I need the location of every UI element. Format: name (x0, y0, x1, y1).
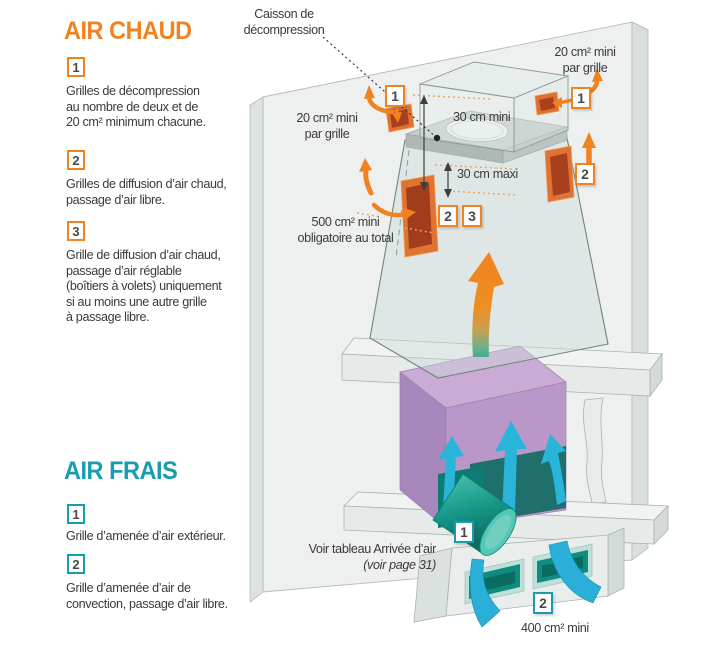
decompression-grille-right (534, 91, 560, 116)
datum-lines (356, 94, 517, 234)
label-voir-tableau: Voir tableau Arrivée d’air (voir page 31… (308, 542, 437, 572)
label-20cm2-left: 20 cm² mini par grille (296, 111, 358, 141)
label-500cm2: 500 cm² mini obligatoire au total (297, 215, 394, 245)
label-20cm2-right: 20 cm² mini par grille (554, 45, 616, 75)
air-chaud-title: AIR CHAUD (64, 17, 192, 45)
air-frais-title: AIR FRAIS (64, 457, 178, 485)
badge-hot-2-right: 2 (575, 163, 595, 185)
badge-hot-2-mid: 2 (438, 205, 458, 227)
label-400cm2: 400 cm² mini (521, 621, 589, 635)
caisson-label: Caisson de décompression (243, 7, 325, 37)
legend-fresh-2-box: 2 (67, 554, 85, 574)
legend-hot-2-text: Grilles de diffusion d’air chaud, passag… (66, 177, 227, 207)
fresh-air-ribbons (469, 540, 602, 628)
label-30cm-mini: 30 cm mini (453, 110, 511, 124)
air-inlet-duct (432, 473, 517, 556)
convection-arrows (438, 421, 566, 514)
hot-air-flow-arrow (468, 252, 504, 357)
caisson-leader-line (322, 36, 441, 142)
corbel-right (583, 397, 607, 505)
badge-hot-1-right: 1 (571, 87, 591, 109)
label-30cm-maxi: 30 cm maxi (457, 167, 518, 181)
legend-hot-3-box: 3 (67, 221, 85, 241)
diffusion-grille-right (544, 145, 575, 203)
badge-fresh-1: 1 (454, 521, 474, 543)
legend-fresh-1-box: 1 (67, 504, 85, 524)
legend-fresh-1-text: Grille d’amenée d’air extérieur. (66, 529, 226, 543)
legend-fresh-2-text: Grille d’amenée d’air de convection, pas… (66, 581, 228, 611)
legend-hot-1-box: 1 (67, 57, 85, 77)
legend-hot-1-text: Grilles de décompression au nombre de de… (66, 84, 206, 129)
measure-arrows (420, 95, 452, 198)
badge-hot-3-mid: 3 (462, 205, 482, 227)
decompression-grille-left (385, 103, 415, 133)
legend-hot-2-box: 2 (67, 150, 85, 170)
legend-hot-3-text: Grille de diffusion d’air chaud, passage… (66, 248, 222, 324)
badge-hot-1-left: 1 (385, 85, 405, 107)
badge-fresh-2: 2 (533, 592, 553, 614)
diffusion-grille-main (400, 174, 439, 258)
